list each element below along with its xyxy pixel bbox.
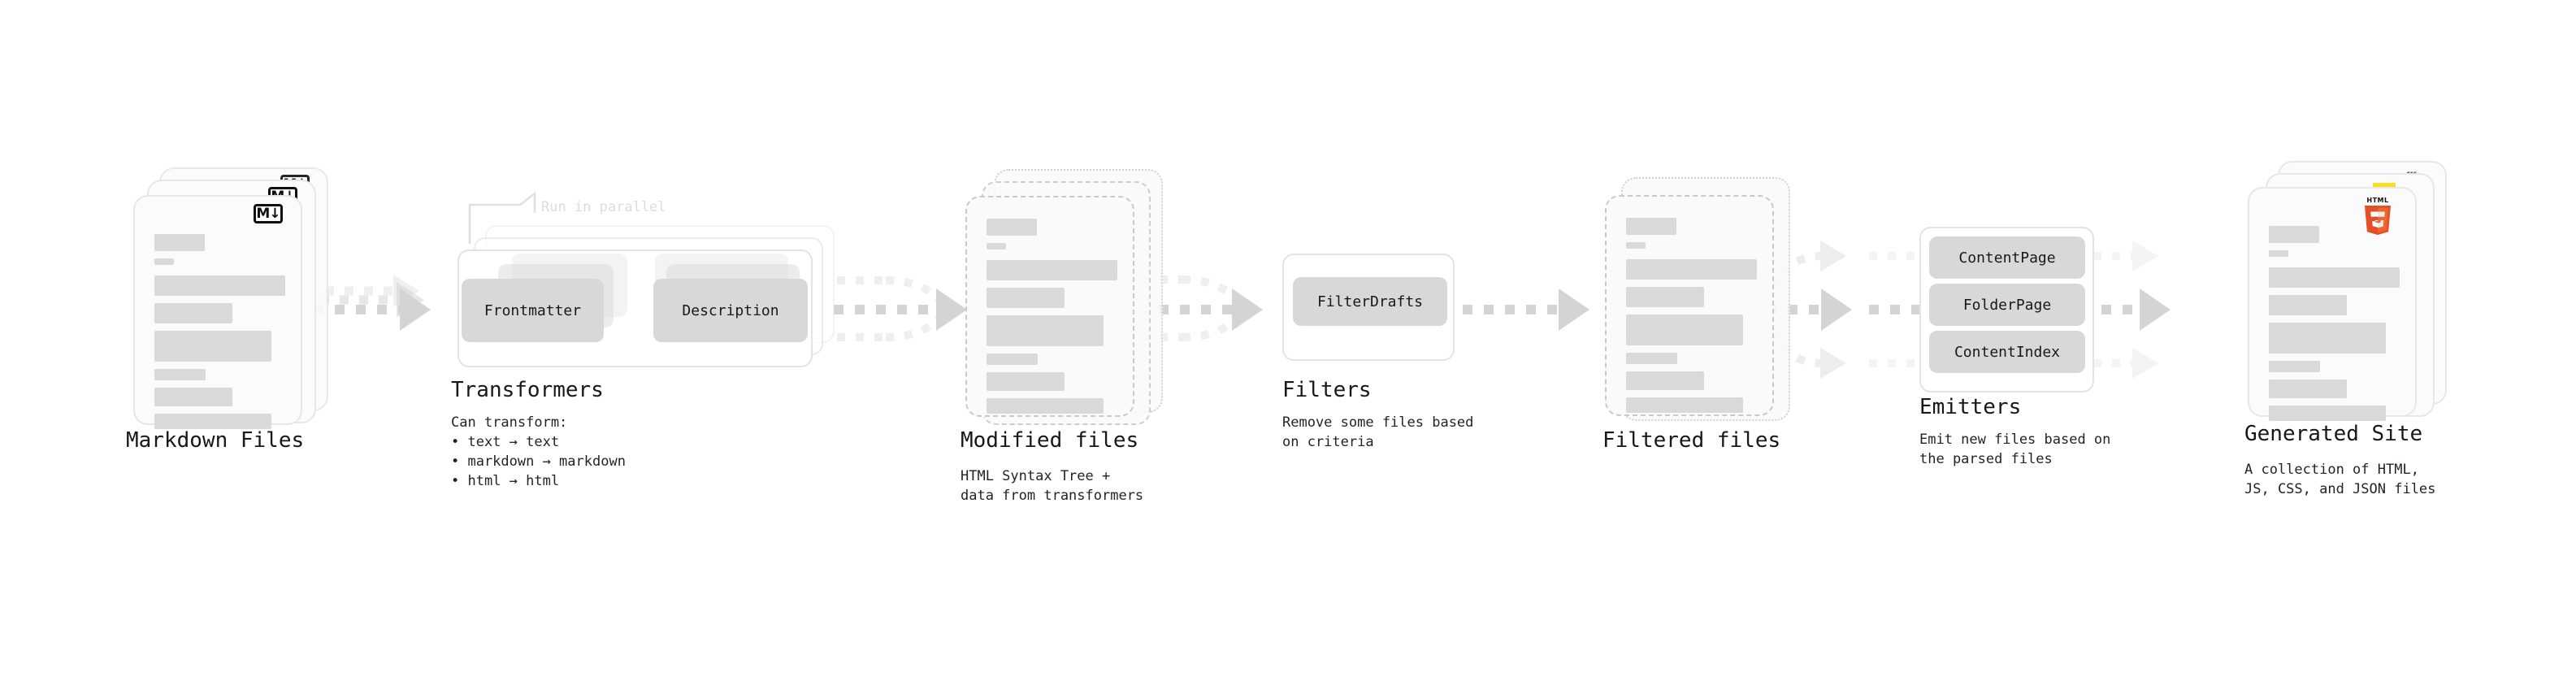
filters-title: Filters [1282, 378, 1372, 402]
content-bar [987, 243, 1006, 249]
content-bar [2269, 226, 2319, 243]
content-bar [2269, 361, 2320, 372]
emitters-subtitle: Emit new files based on the parsed files [1919, 432, 2111, 468]
emitter-node-contentindex[interactable]: ContentIndex [1929, 331, 2085, 373]
filtered-files-title: Filtered files [1602, 428, 1781, 453]
content-bar [2269, 406, 2386, 421]
content-bar [154, 275, 285, 296]
modified-file-card-front [965, 196, 1134, 417]
content-bar [1626, 353, 1677, 364]
emitters-title: Emitters [1919, 395, 2022, 419]
content-bar [987, 260, 1117, 280]
transformers-title: Transformers [451, 378, 604, 402]
emitter-node-folderpage[interactable]: FolderPage [1929, 284, 2085, 326]
file-content-placeholder [1607, 197, 1772, 414]
run-in-parallel-label: Run in parallel [541, 199, 666, 215]
content-bar [154, 388, 232, 406]
filtered-file-card-front [1605, 195, 1774, 416]
content-bar [1626, 397, 1743, 413]
arrow-markdown-to-transformers [314, 275, 431, 331]
markdown-icon: M↓ [254, 204, 283, 223]
filter-node-filterdrafts[interactable]: FilterDrafts [1293, 277, 1447, 326]
content-bar [1626, 242, 1646, 249]
content-bar [154, 369, 206, 380]
content-bar [1626, 287, 1704, 307]
content-bar [1626, 371, 1704, 390]
content-bar [1626, 314, 1743, 345]
content-bar [2269, 267, 2400, 288]
file-content-placeholder [967, 197, 1133, 415]
emitter-node-contentpage[interactable]: ContentPage [1929, 236, 2085, 279]
filters-subtitle: Remove some files based on criteria [1282, 414, 1474, 451]
content-bar [987, 372, 1065, 391]
transformer-node-frontmatter[interactable]: Frontmatter [462, 279, 604, 342]
content-bar [154, 331, 271, 362]
content-bar [987, 315, 1104, 346]
content-bar [1626, 218, 1676, 235]
file-content-placeholder [2249, 189, 2415, 421]
generated-site-subtitle: A collection of HTML, JS, CSS, and JSON … [2244, 462, 2436, 498]
markdown-file-card-front [133, 195, 302, 429]
generated-file-card-html [2248, 187, 2417, 421]
arrow-transformers-to-modified [834, 276, 967, 341]
transformer-node-description[interactable]: Description [653, 279, 808, 342]
content-bar [154, 234, 205, 251]
modified-files-subtitle: HTML Syntax Tree + data from transformer… [961, 468, 1144, 505]
svg-text:HTML: HTML [2366, 197, 2388, 204]
content-bar [987, 288, 1065, 308]
markdown-files-title: Markdown Files [126, 428, 305, 453]
content-bar [2269, 295, 2347, 315]
transformers-subtitle: Can transform: • text → text • markdown … [451, 414, 626, 490]
html5-icon: HTML [2361, 195, 2394, 235]
content-bar [2269, 323, 2386, 354]
content-bar [154, 303, 232, 323]
file-content-placeholder [135, 197, 301, 429]
content-bar [154, 414, 271, 429]
content-bar [987, 398, 1104, 414]
content-bar [987, 219, 1037, 236]
arrow-filters-to-filtered [1463, 288, 1589, 331]
modified-files-title: Modified files [961, 428, 1139, 453]
generated-site-title: Generated Site [2244, 422, 2423, 446]
content-bar [987, 354, 1038, 365]
content-bar [154, 258, 174, 265]
content-bar [2269, 380, 2347, 398]
content-bar [1626, 259, 1757, 280]
content-bar [2269, 250, 2288, 257]
